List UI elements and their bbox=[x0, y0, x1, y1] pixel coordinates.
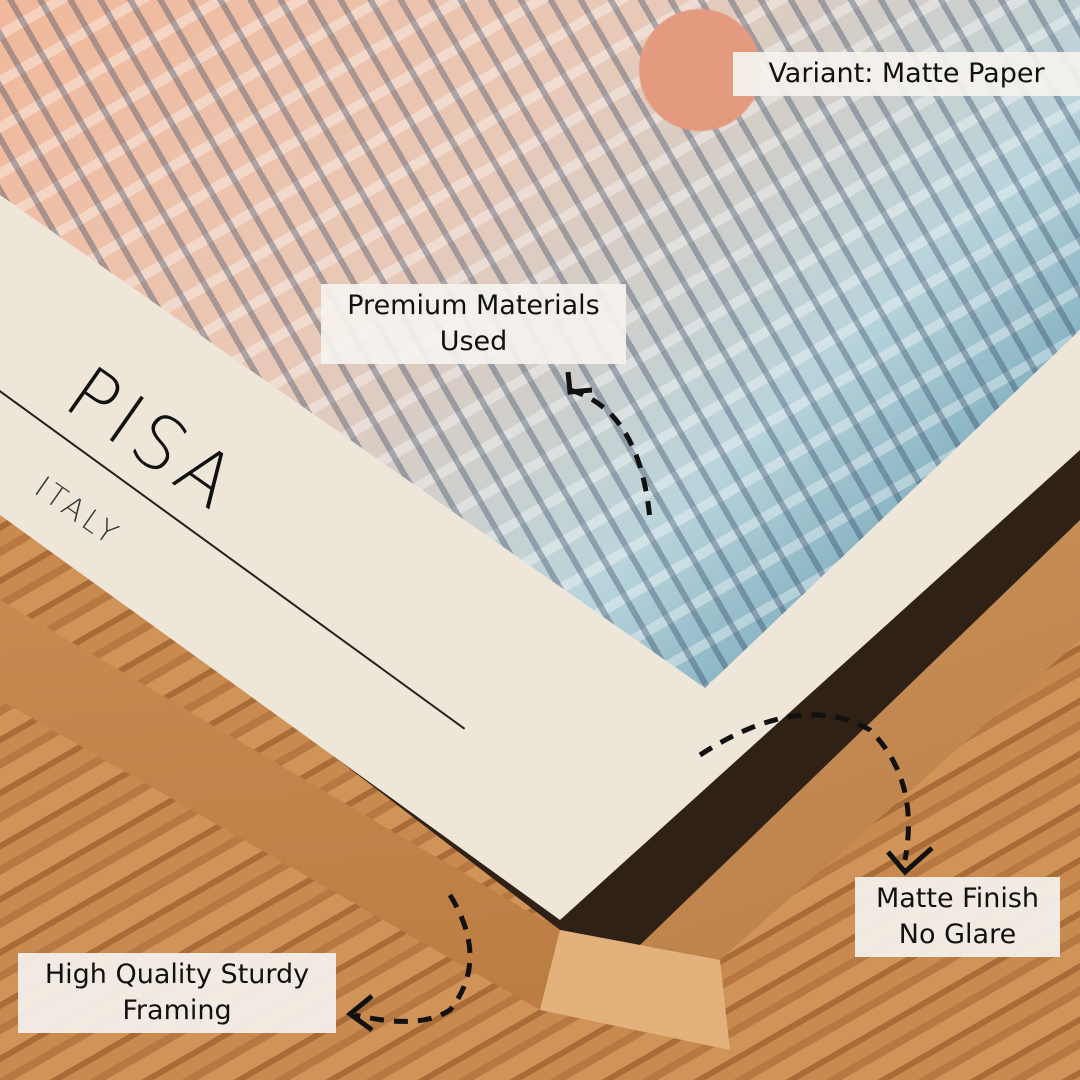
arrow-materials bbox=[569, 387, 653, 521]
callout-finish: Matte Finish No Glare bbox=[855, 877, 1060, 957]
arrow-framing bbox=[354, 893, 473, 1024]
callout-materials: Premium Materials Used bbox=[321, 284, 626, 364]
arrow-finish bbox=[698, 712, 911, 861]
callout-variant: Variant: Matte Paper bbox=[733, 52, 1080, 96]
callout-framing: High Quality Sturdy Framing bbox=[18, 953, 336, 1033]
